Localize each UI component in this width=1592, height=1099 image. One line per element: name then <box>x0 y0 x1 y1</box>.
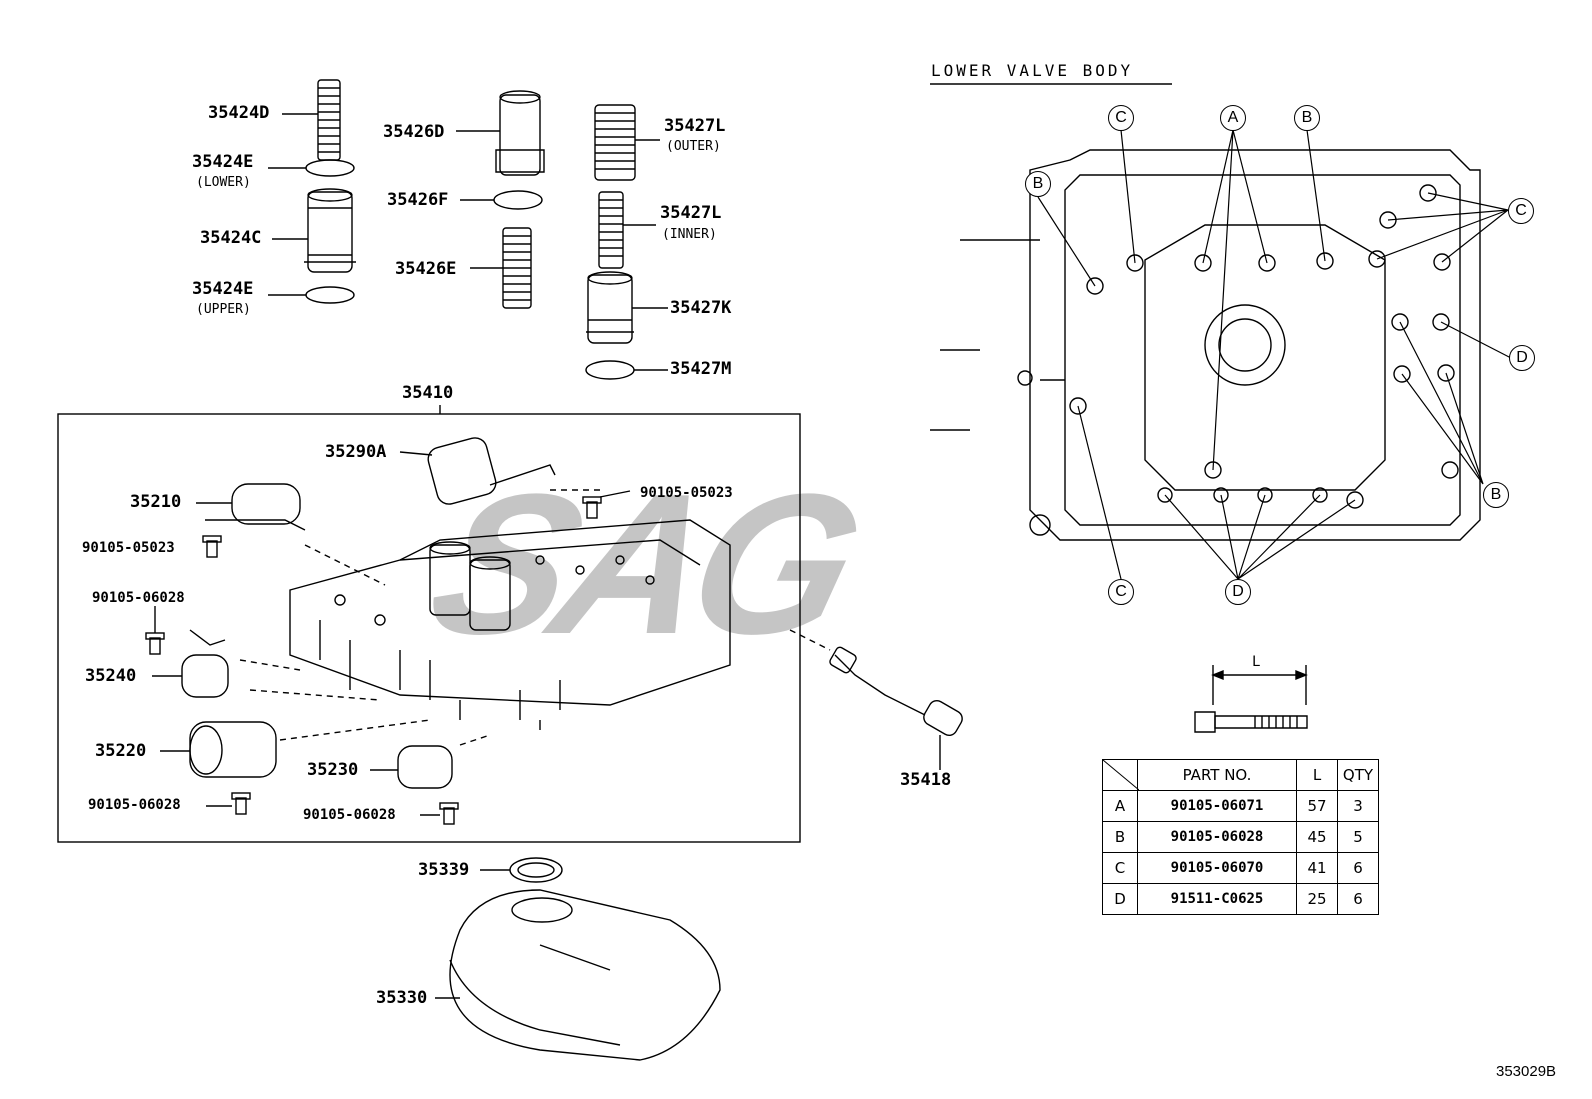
label-35220: 35220 <box>95 741 147 761</box>
row-part-no: 91511-C0625 <box>1137 883 1297 915</box>
row-length: 45 <box>1296 821 1338 853</box>
table-header-row: PART NO. L QTY <box>1102 759 1379 791</box>
spring-35424D <box>317 79 341 161</box>
o-ring-35424E-lower <box>305 159 355 177</box>
spring-35427L-inner <box>598 191 624 269</box>
label-35424E-upper: 35424E <box>192 279 254 299</box>
table-row: D 91511-C0625 25 6 <box>1102 883 1379 915</box>
row-length: 57 <box>1296 790 1338 822</box>
callout-d: D <box>1225 579 1251 605</box>
label-bolt-90105-06028-c: 90105-06028 <box>303 807 396 823</box>
o-ring-35426F <box>493 190 543 210</box>
solenoid-35210 <box>205 483 306 531</box>
label-35427M: 35427M <box>670 359 732 379</box>
note-inner: (INNER) <box>662 227 717 242</box>
callout-a: A <box>1220 105 1246 131</box>
callout-b: B <box>1294 105 1320 131</box>
bolt-90105-06028-c <box>439 802 459 825</box>
header-length: L <box>1296 759 1338 791</box>
label-35426D: 35426D <box>383 122 445 142</box>
label-35210: 35210 <box>130 492 182 512</box>
callout-c: C <box>1108 579 1134 605</box>
row-length: 25 <box>1296 883 1338 915</box>
callout-b: B <box>1483 482 1509 508</box>
label-35424C: 35424C <box>200 228 262 248</box>
label-35290A: 35290A <box>325 442 387 462</box>
spring-35427L-outer <box>594 104 636 181</box>
bolt-90105-06028-a <box>145 632 165 655</box>
bolt-90105-06028-b <box>231 792 251 815</box>
bolt-90105-05023-b <box>202 535 222 558</box>
solenoid-35230 <box>397 745 453 789</box>
oil-strainer-35330 <box>449 889 721 1061</box>
label-35418: 35418 <box>900 770 952 790</box>
callout-d: D <box>1509 345 1535 371</box>
label-35427L-inner: 35427L <box>660 203 722 223</box>
note-upper: (UPPER) <box>196 302 251 317</box>
label-35240: 35240 <box>85 666 137 686</box>
label-35427L-outer: 35427L <box>664 116 726 136</box>
label-35426F: 35426F <box>387 190 449 210</box>
label-35330: 35330 <box>376 988 428 1008</box>
o-ring-35424E-upper <box>305 286 355 304</box>
bolt-spec-table: PART NO. L QTY A 90105-06071 57 3 B 9010… <box>1102 759 1379 915</box>
label-35424E-lower: 35424E <box>192 152 254 172</box>
callout-b: B <box>1025 171 1051 197</box>
label-bolt-90105-05023-a: 90105-05023 <box>640 485 733 501</box>
label-35230: 35230 <box>307 760 359 780</box>
row-qty: 3 <box>1337 790 1379 822</box>
label-35427K: 35427K <box>670 298 732 318</box>
row-part-no: 90105-06028 <box>1137 821 1297 853</box>
label-35424D: 35424D <box>208 103 270 123</box>
harness-35418 <box>829 646 963 737</box>
lower-valve-body-title: LOWER VALVE BODY <box>931 61 1134 80</box>
header-qty: QTY <box>1337 759 1379 791</box>
label-35426E: 35426E <box>395 259 457 279</box>
o-ring-35427M <box>585 360 635 380</box>
sleeve-35424C <box>304 188 356 273</box>
header-part-no: PART NO. <box>1137 759 1297 791</box>
row-key: B <box>1102 821 1138 853</box>
label-35339: 35339 <box>418 860 470 880</box>
table-row: A 90105-06071 57 3 <box>1102 790 1379 822</box>
note-outer: (OUTER) <box>666 139 721 154</box>
spring-35426E <box>502 227 532 309</box>
row-qty: 6 <box>1337 852 1379 884</box>
row-qty: 6 <box>1337 883 1379 915</box>
table-row: C 90105-06070 41 6 <box>1102 852 1379 884</box>
callout-c: C <box>1108 105 1134 131</box>
solenoid-35290A <box>427 437 556 505</box>
diagram-id: 353029B <box>1496 1063 1557 1080</box>
bolt-dimension-drawing <box>1194 665 1308 733</box>
row-length: 41 <box>1296 852 1338 884</box>
label-bolt-90105-06028-b: 90105-06028 <box>88 797 181 813</box>
label-bolt-90105-05023-b: 90105-05023 <box>82 540 175 556</box>
row-key: C <box>1102 852 1138 884</box>
table-row: B 90105-06028 45 5 <box>1102 821 1379 853</box>
label-35410: 35410 <box>402 383 454 403</box>
row-part-no: 90105-06070 <box>1137 852 1297 884</box>
valve-body-assembly-box <box>57 413 801 843</box>
row-qty: 5 <box>1337 821 1379 853</box>
row-key: A <box>1102 790 1138 822</box>
solenoid-35240 <box>181 629 229 698</box>
label-bolt-90105-06028-a: 90105-06028 <box>92 590 185 606</box>
solenoid-35220 <box>189 721 277 778</box>
row-key: D <box>1102 883 1138 915</box>
note-lower: (LOWER) <box>196 175 251 190</box>
valve-body-35410 <box>289 519 731 730</box>
dimension-label-l: L <box>1252 654 1261 670</box>
row-part-no: 90105-06071 <box>1137 790 1297 822</box>
bolt-90105-05023-a <box>582 496 602 519</box>
callout-c: C <box>1508 198 1534 224</box>
lower-valve-body-drawing <box>930 149 1481 541</box>
sleeve-35427K <box>586 271 634 344</box>
plug-35426D <box>495 90 545 176</box>
table-corner-cell <box>1102 759 1139 791</box>
